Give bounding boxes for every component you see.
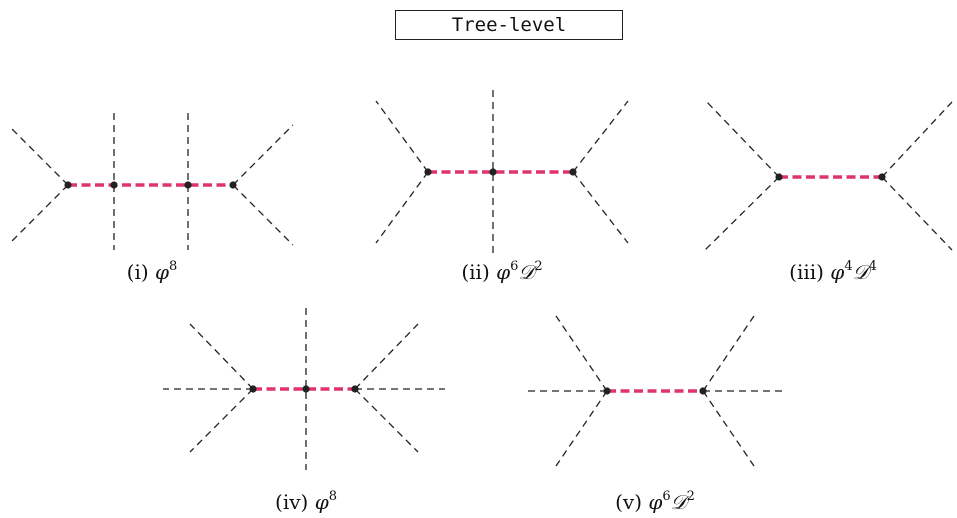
external-leg	[702, 315, 755, 392]
external-leg	[881, 101, 953, 178]
vertex	[351, 385, 359, 393]
caption-i: (i) φ8	[127, 259, 178, 284]
vertex	[878, 173, 886, 181]
external-leg	[9, 126, 69, 186]
external-leg	[704, 176, 780, 251]
vertex	[569, 168, 577, 176]
external-leg	[375, 171, 429, 244]
external-leg	[354, 323, 419, 390]
external-leg	[189, 388, 254, 453]
diagram-ii: (ii) φ6𝒟2	[375, 90, 629, 284]
external-leg	[555, 315, 608, 392]
external-leg	[375, 100, 429, 173]
external-leg	[232, 184, 294, 246]
external-leg	[704, 99, 780, 178]
title-box: Tree-level	[395, 10, 623, 40]
vertex	[775, 173, 783, 181]
external-leg	[189, 323, 254, 390]
vertex	[184, 181, 192, 189]
external-leg	[9, 184, 69, 244]
diagram-i: (i) φ8	[9, 113, 294, 284]
external-leg	[555, 390, 608, 467]
caption-v: (v) φ6𝒟2	[615, 489, 695, 514]
diagram-v: (v) φ6𝒟2	[526, 315, 784, 514]
vertex	[249, 385, 257, 393]
diagram-iii: (iii) φ4𝒟4	[704, 99, 953, 284]
vertex	[489, 168, 497, 176]
title-text: Tree-level	[451, 14, 567, 36]
vertex	[603, 387, 611, 395]
vertex	[110, 181, 118, 189]
external-leg	[702, 390, 755, 467]
external-leg	[572, 171, 629, 244]
diagram-iv: (iv) φ8	[163, 308, 445, 514]
external-leg	[232, 124, 294, 186]
external-leg	[572, 100, 629, 173]
vertex	[424, 168, 432, 176]
external-leg	[881, 176, 953, 251]
vertex	[229, 181, 237, 189]
caption-iii: (iii) φ4𝒟4	[789, 259, 877, 284]
caption-ii: (ii) φ6𝒟2	[461, 259, 542, 284]
vertex	[64, 181, 72, 189]
external-leg	[354, 388, 419, 453]
vertex	[699, 387, 707, 395]
caption-iv: (iv) φ8	[275, 489, 337, 514]
vertex	[302, 385, 310, 393]
